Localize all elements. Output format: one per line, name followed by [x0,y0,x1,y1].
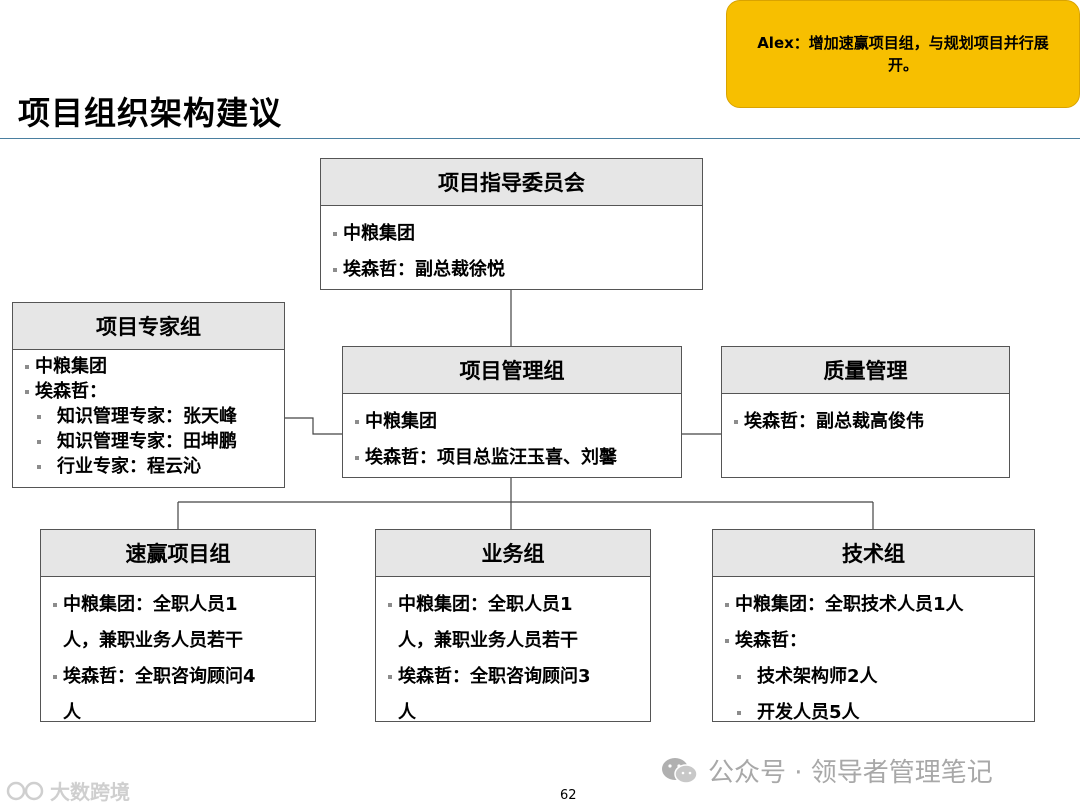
expert-group-box: 项目专家组 中粮集团 埃森哲： 知识管理专家：张天峰 知识管理专家：田坤鹏 行业… [12,302,285,488]
list-subitem: 开发人员5人 [723,695,1022,731]
list-item: 中粮集团 [353,404,669,440]
comment-note-text: Alex：增加速赢项目组，与规划项目并行展开。 [757,34,1049,74]
management-group-box: 项目管理组 中粮集团 埃森哲：项目总监汪玉喜、刘馨 [342,346,682,478]
watermark-right-text: 公众号 · 领导者管理笔记 [708,758,993,788]
watermark-left: 大数跨境 [6,776,130,805]
box-header: 技术组 [713,530,1034,577]
box-header: 项目管理组 [343,347,681,394]
list-subitem: 知识管理专家：田坤鹏 [23,429,272,454]
list-item: 埃森哲：项目总监汪玉喜、刘馨 [353,440,669,476]
watermark-left-text: 大数跨境 [50,780,130,804]
list-item: 埃森哲： [23,379,272,404]
list-subitem: 技术架构师2人 [723,659,1022,695]
list-item: 埃森哲：全职咨询顾问3 [386,659,638,695]
page-number: 62 [560,788,577,803]
list-item: 埃森哲：副总裁徐悦 [331,252,690,288]
list-item-continuation: 人，兼职业务人员若干 [63,630,243,651]
quality-management-box: 质量管理 埃森哲：副总裁高俊伟 [721,346,1010,478]
list-item-continuation: 人，兼职业务人员若干 [398,630,578,651]
title-divider [0,138,1080,139]
box-header: 速赢项目组 [41,530,315,577]
list-item: 埃森哲： [723,623,1022,659]
list-item: 中粮集团：全职技术人员1人 [723,587,1022,623]
comment-note: Alex：增加速赢项目组，与规划项目并行展开。 [726,0,1080,108]
steering-committee-box: 项目指导委员会 中粮集团 埃森哲：副总裁徐悦 [320,158,703,290]
quickwin-group-box: 速赢项目组 中粮集团：全职人员1 人，兼职业务人员若干 埃森哲：全职咨询顾问4 … [40,529,316,723]
business-group-box: 业务组 中粮集团：全职人员1 人，兼职业务人员若干 埃森哲：全职咨询顾问3 人 [375,529,651,723]
wechat-icon [662,757,698,784]
list-item: 埃森哲：副总裁高俊伟 [732,404,997,440]
page-title: 项目组织架构建议 [18,94,283,132]
list-item-continuation: 人 [398,702,416,723]
tech-group-box: 技术组 中粮集团：全职技术人员1人 埃森哲： 技术架构师2人 开发人员5人 [712,529,1035,723]
list-item: 中粮集团 [23,354,272,379]
list-item-continuation: 人 [63,702,81,723]
box-header: 项目专家组 [13,303,284,350]
list-subitem: 知识管理专家：张天峰 [23,404,272,429]
connector-expert-management [285,417,342,435]
list-subitem: 行业专家：程云沁 [23,454,272,479]
list-item: 中粮集团 [331,216,690,252]
list-item: 中粮集团：全职人员1 [51,587,303,623]
box-header: 业务组 [376,530,650,577]
list-item: 埃森哲：全职咨询顾问4 [51,659,303,695]
box-header: 质量管理 [722,347,1009,394]
box-header: 项目指导委员会 [321,159,702,206]
watermark-logo-icon [6,781,44,800]
list-item: 中粮集团：全职人员1 [386,587,638,623]
watermark-right: 公众号 · 领导者管理笔记 [660,752,993,789]
